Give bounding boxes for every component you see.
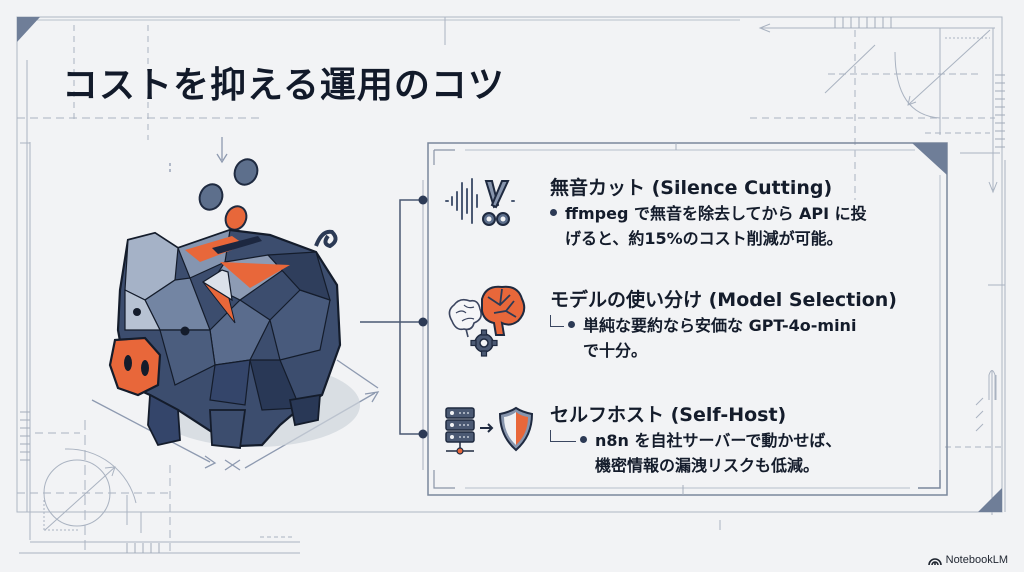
corner-connector-icon [550, 315, 564, 327]
server-shield-icon [444, 406, 544, 466]
tip-title: 無音カット (Silence Cutting) [550, 177, 833, 199]
notebooklm-logo-icon [927, 558, 942, 565]
tip-body: ffmpeg で無音を除去してから API に投 げると、約15%のコスト削減が… [550, 201, 867, 251]
piggy-bank-illustration [91, 137, 380, 471]
tip-body: n8n を自社サーバーで動かせば、 機密情報の漏洩リスクも低減。 [550, 428, 841, 478]
tip-title: モデルの使い分け (Model Selection) [550, 289, 897, 311]
tips-panel: 無音カット (Silence Cutting) ffmpeg で無音を除去してか… [428, 143, 947, 495]
bullet-icon [580, 436, 587, 443]
corner-connector-icon [550, 430, 576, 442]
notebooklm-branding: NotebookLM [927, 554, 1008, 566]
tip-body: 単純な要約なら安価な GPT-4o-mini で十分。 [550, 313, 856, 363]
slide-title: コストを抑える運用のコツ [62, 65, 505, 106]
bullet-icon [568, 321, 575, 328]
bullet-icon [550, 209, 557, 216]
waveform-scissors-icon [444, 175, 516, 235]
tip-title: セルフホスト (Self-Host) [550, 404, 787, 426]
brain-gear-icon [444, 283, 528, 367]
